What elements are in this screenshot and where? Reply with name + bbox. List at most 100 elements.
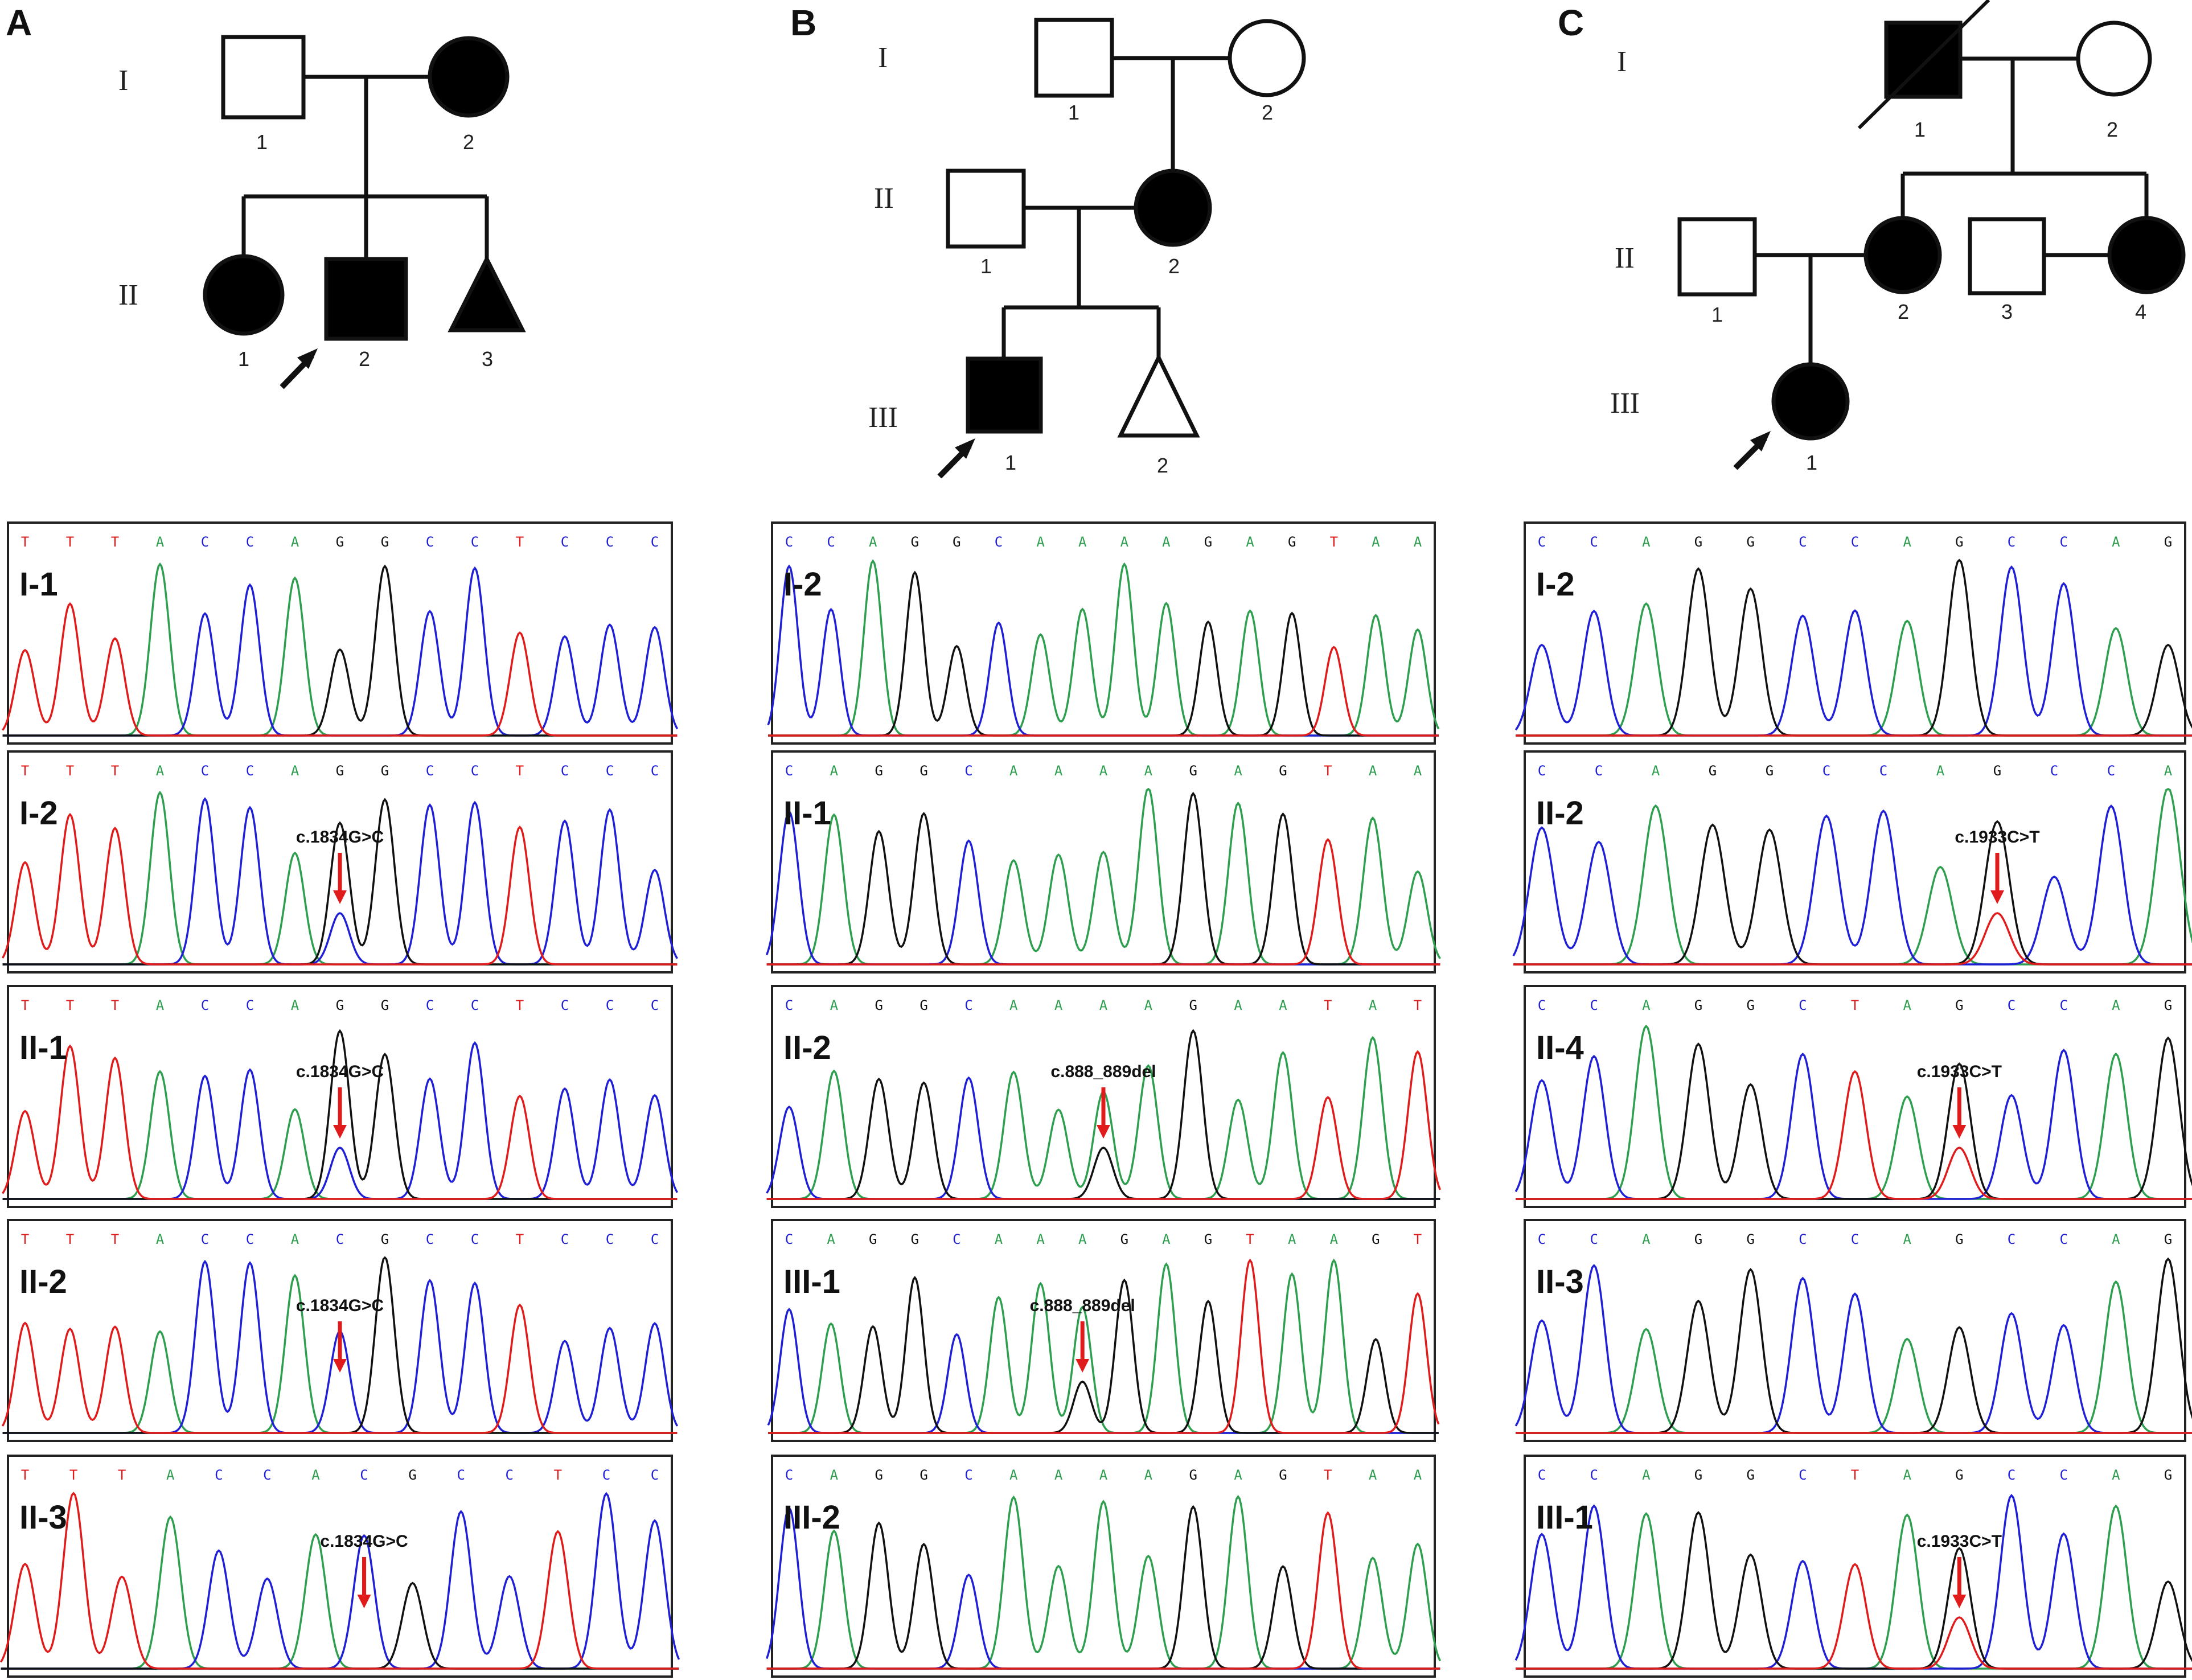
base-call: T [111, 997, 119, 1013]
base-call: A [1144, 763, 1153, 779]
base-call: A [830, 1467, 839, 1483]
individual-number: 4 [2135, 300, 2146, 323]
mutation-arrowhead [1097, 1125, 1110, 1139]
individual-number: 2 [1157, 454, 1168, 477]
trace-label: II-2 [1536, 795, 1584, 832]
base-call: G [381, 763, 389, 779]
deceased-slash [1857, 0, 1990, 130]
base-call: C [964, 1467, 972, 1483]
trace-line-t [2, 1044, 678, 1200]
base-call: G [920, 997, 927, 1013]
base-call: G [381, 997, 389, 1013]
base-call: A [1279, 997, 1287, 1013]
base-call: A [1009, 763, 1018, 779]
base-call: A [1652, 763, 1660, 779]
base-call: C [2059, 1467, 2067, 1483]
base-call: G [336, 763, 344, 779]
base-call: A [1054, 763, 1063, 779]
base-call: C [561, 1231, 569, 1247]
base-call: C [246, 997, 254, 1013]
base-call: G [1766, 763, 1774, 779]
chromatogram-frame [7, 1455, 673, 1678]
base-call: C [215, 1467, 223, 1483]
base-call: A [1642, 1231, 1651, 1247]
base-call: A [1372, 534, 1380, 550]
trace-label: II-4 [1536, 1029, 1584, 1066]
mutation-label: c.1834G>C [320, 1532, 408, 1551]
chromatogram-frame [1524, 1219, 2186, 1442]
base-call: A [1246, 534, 1254, 550]
base-call: C [471, 1231, 479, 1247]
base-call: T [1324, 997, 1332, 1013]
trace-label: III-2 [783, 1499, 840, 1536]
base-call: T [111, 1231, 119, 1247]
base-call: C [426, 534, 434, 550]
base-call: C [606, 997, 614, 1013]
base-call: T [21, 1467, 29, 1483]
base-call: C [561, 997, 569, 1013]
base-call: C [1590, 1467, 1598, 1483]
base-call: T [1324, 763, 1332, 779]
individual-number: 3 [482, 347, 493, 371]
base-call: G [1746, 997, 1754, 1013]
base-call: T [1851, 997, 1859, 1013]
base-call: C [2008, 534, 2016, 550]
base-call: A [1078, 534, 1087, 550]
base-call: A [2112, 997, 2120, 1013]
base-call: C [201, 1231, 209, 1247]
individual-number: 2 [463, 130, 474, 154]
base-call: A [995, 1231, 1003, 1247]
base-call: A [1036, 1231, 1045, 1247]
base-call: A [869, 534, 877, 550]
base-call: G [1189, 997, 1197, 1013]
base-call: C [471, 763, 479, 779]
trace-label: II-1 [19, 1029, 67, 1066]
chromatogram-frame [771, 521, 1436, 745]
base-call: A [1234, 1467, 1242, 1483]
base-call: C [785, 1231, 793, 1247]
mutation-label: c.1933C>T [1917, 1532, 2002, 1551]
base-call: C [785, 1467, 793, 1483]
base-call: T [66, 997, 74, 1013]
base-call: G [1204, 1231, 1212, 1247]
base-call: C [426, 1231, 434, 1247]
base-call: A [2164, 763, 2173, 779]
base-call: A [1144, 997, 1153, 1013]
individual-number: 1 [1005, 451, 1016, 474]
base-call: C [1822, 763, 1830, 779]
base-call: A [830, 997, 839, 1013]
base-call: C [1538, 1467, 1546, 1483]
base-call: A [1162, 534, 1171, 550]
trace-line-t [2, 602, 678, 737]
trace-line-t [1516, 1070, 2192, 1200]
base-call: A [1078, 1231, 1087, 1247]
base-call: G [869, 1231, 877, 1247]
trace-line-t [766, 838, 1440, 966]
base-call: G [381, 1231, 389, 1247]
base-call: T [21, 534, 29, 550]
base-call: A [1903, 534, 1911, 550]
chromatogram-frame [7, 521, 673, 745]
individual-number: 1 [1914, 118, 1926, 141]
base-call: A [1036, 534, 1045, 550]
female-unaffected-symbol [2076, 20, 2152, 97]
mutation-arrowhead [333, 1125, 347, 1139]
base-call: C [1590, 1231, 1598, 1247]
base-call: A [291, 997, 299, 1013]
base-call: G [1694, 1231, 1702, 1247]
mutation-arrowhead [1990, 890, 2004, 904]
base-call: G [381, 534, 389, 550]
base-call: T [516, 763, 524, 779]
base-call: A [1054, 997, 1063, 1013]
male-affected-symbol [324, 257, 408, 341]
base-call: A [156, 763, 165, 779]
base-call: A [1369, 763, 1377, 779]
base-call: G [1955, 1467, 1963, 1483]
generation-label: I [1617, 46, 1627, 78]
trace-label: II-3 [19, 1499, 67, 1536]
